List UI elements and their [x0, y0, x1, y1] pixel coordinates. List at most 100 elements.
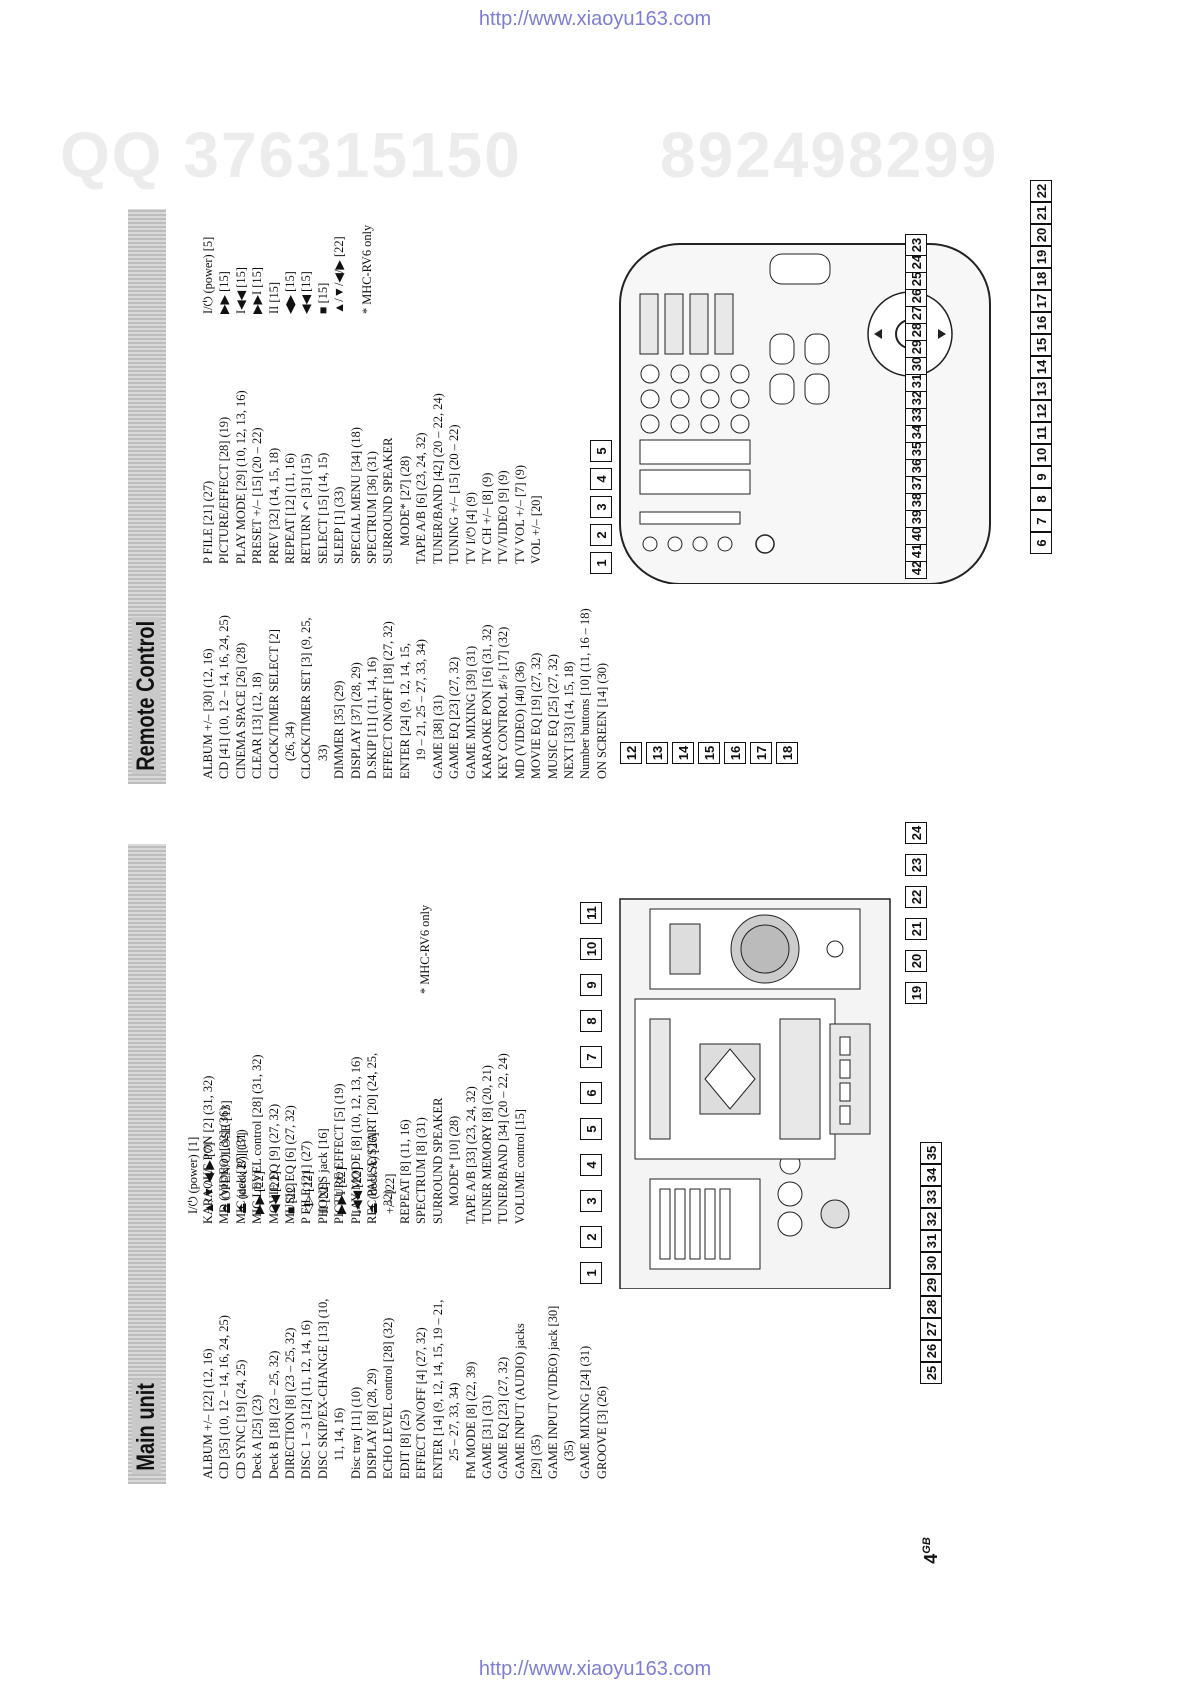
callout-number: 19: [1030, 246, 1052, 268]
callout-number: 12: [620, 742, 642, 764]
source-url-top[interactable]: http://www.xiaoyu163.com: [478, 8, 712, 30]
callout-number: 3: [580, 1190, 602, 1212]
callout-number: 3: [590, 496, 612, 518]
callout-number: 15: [698, 742, 720, 764]
callout-number: 23: [905, 854, 927, 876]
callout-number: 1: [590, 552, 612, 574]
callout-number: 18: [776, 742, 798, 764]
remote-control-illustration: [619, 243, 991, 584]
index-entry: MUSIC EQ [25] (27, 32): [545, 654, 560, 779]
remote-index-col2: P FILE [21] (27)PICTURE/EFFECT [28] (19)…: [200, 334, 545, 564]
callout-number: 8: [580, 1010, 602, 1032]
index-entry: TV/VIDEO [9] (9): [496, 470, 511, 564]
index-entry: I/⏻ (power) [1]: [186, 1136, 200, 1214]
index-entry: (35): [561, 1440, 576, 1461]
callout-number: 10: [580, 938, 602, 960]
callout-number: 17: [750, 742, 772, 764]
callout-number: 20: [905, 950, 927, 972]
index-entry: EFFECT ON/OFF [4] (27, 32): [414, 1327, 429, 1479]
index-entry: ▶▶ [15]: [217, 271, 232, 314]
index-entry: SPECTRUM [36] (31): [365, 451, 380, 564]
index-entry: ◁▷ [22]: [300, 1171, 315, 1214]
index-entry: 11, 14, 16): [332, 1407, 347, 1461]
index-entry: ALBUM +/– [30] (12, 16): [201, 648, 215, 779]
index-entry: ▲/▼/◀/▶ [22]: [332, 236, 347, 314]
callout-number: 4: [580, 1154, 602, 1176]
index-entry: KARAOKE PON [16] (31, 32): [479, 624, 494, 779]
callout-number: 12: [1030, 400, 1052, 422]
callout-number: 16: [724, 742, 746, 764]
index-entry: ⏏ OPEN/CLOSE [13]: [218, 1100, 233, 1214]
index-entry: KEY CONTROL ♯/♭ [17] (32): [496, 626, 511, 779]
index-entry: ECHO LEVEL control [28] (32): [381, 1317, 396, 1479]
source-url-bottom[interactable]: http://www.xiaoyu163.com: [478, 1658, 712, 1680]
remote-index-col1: ALBUM +/– [30] (12, 16)CD [41] (10, 12 –…: [200, 559, 610, 779]
main-unit-footnote: * MHC-RV6 only: [418, 904, 432, 994]
callout-number: 24: [905, 822, 927, 844]
callout-number: 7: [1030, 510, 1052, 532]
main-unit-title: Main unit: [132, 1379, 161, 1474]
main-unit-header: Main unit: [128, 844, 166, 1484]
index-entry: SELECT [15] (14, 15): [315, 452, 330, 564]
index-entry: SURROUND SPEAKER: [381, 437, 396, 564]
watermark-qq: QQ 376315150: [60, 119, 522, 191]
index-entry: ON SCREEN [14] (30): [594, 663, 609, 779]
index-entry: TUNER/BAND [42] (20 – 22, 24): [430, 393, 445, 564]
index-entry: CLEAR [13] (12, 18): [250, 672, 265, 779]
index-entry: (26, 34): [283, 721, 298, 761]
index-entry: DIRECTION [8] (23 – 25, 32): [283, 1327, 298, 1479]
index-entry: GAME [31] (31): [479, 1395, 494, 1479]
index-entry: SPECIAL MENU [34] (18): [348, 427, 363, 564]
index-entry: 25 – 27, 33, 34): [447, 1382, 462, 1461]
callout-number: 6: [1030, 532, 1052, 554]
index-entry: MODE* [27] (28): [397, 455, 412, 546]
index-entry: VOLUME control [15]: [512, 1109, 527, 1224]
index-entry: VOL +/– [20]: [529, 495, 544, 564]
index-entry: EDIT [8] (25): [397, 1409, 412, 1479]
callout-number: 7: [580, 1046, 602, 1068]
index-entry: 33): [315, 744, 330, 761]
index-entry: CLOCK/TIMER SELECT [2]: [266, 629, 281, 779]
index-entry: [29] (35): [529, 1434, 544, 1479]
index-entry: RETURN ↶ [31] (15): [299, 453, 314, 564]
index-entry: FM MODE [8] (22, 39): [463, 1361, 478, 1479]
callout-number: 1: [580, 1262, 602, 1284]
index-entry: GAME [38] (31): [430, 695, 445, 779]
index-entry: ALBUM +/– [22] (12, 16): [201, 1348, 215, 1479]
callout-number: 9: [1030, 466, 1052, 488]
index-entry: GAME MIXING [39] (31): [463, 645, 478, 779]
callout-number: 5: [580, 1118, 602, 1140]
callout-number: 29: [920, 1274, 942, 1296]
callout-number: 16: [1030, 312, 1052, 334]
callout-number: 2: [580, 1226, 602, 1248]
index-entry: MD (VIDEO) [40] (36): [512, 661, 527, 779]
callout-number: 30: [920, 1252, 942, 1274]
callout-number: 5: [590, 440, 612, 462]
index-entry: Disc tray [11] (10): [348, 1386, 363, 1479]
callout-number: 22: [905, 886, 927, 908]
index-entry: ENTER [14] (9, 12, 14, 15, 19 – 21,: [430, 1299, 445, 1479]
callout-number: 27: [920, 1318, 942, 1340]
index-entry: TV I/⏻ [4] (9): [463, 492, 478, 564]
index-entry: REPEAT [12] (11, 16): [283, 453, 298, 564]
callout-number: 11: [580, 902, 602, 924]
callout-number: 35: [920, 1142, 942, 1164]
index-entry: GAME INPUT (AUDIO) jacks: [512, 1323, 527, 1479]
remote-footnote: * MHC-RV6 only: [360, 224, 374, 314]
index-entry: P FILE [21] (27): [201, 480, 215, 564]
index-entry: Number buttons [10] (11, 16 – 18): [578, 608, 593, 779]
index-entry: GAME EQ [23] (27, 32): [496, 1356, 511, 1479]
callout-number: 15: [1030, 334, 1052, 356]
index-entry: ■ [22]: [284, 1182, 299, 1214]
index-entry: PICTURE/EFFECT [28] (19): [217, 416, 232, 564]
index-entry: CLOCK/TIMER SET [3] (9, 25,: [299, 617, 314, 779]
index-entry: CD [41] (10, 12 – 14, 16, 24, 25): [217, 615, 232, 779]
index-entry: ENTER [24] (9, 12, 14, 15,: [397, 643, 412, 779]
index-entry: ⏏ (deck B) [17]: [235, 1132, 250, 1214]
index-entry: ▶▶I [22]: [333, 1167, 348, 1214]
index-entry: CINEMA SPACE [26] (28): [233, 642, 248, 779]
main-unit-index-col3: I/⏻ (power) [1]▲/▼/◀/▶ [7]⏏ OPEN/CLOSE […: [185, 1064, 398, 1214]
index-entry: TV VOL +/– [7] (9): [512, 465, 527, 564]
callout-number: 2: [590, 524, 612, 546]
index-entry: Deck B [18] (23 – 25, 32): [266, 1350, 281, 1479]
